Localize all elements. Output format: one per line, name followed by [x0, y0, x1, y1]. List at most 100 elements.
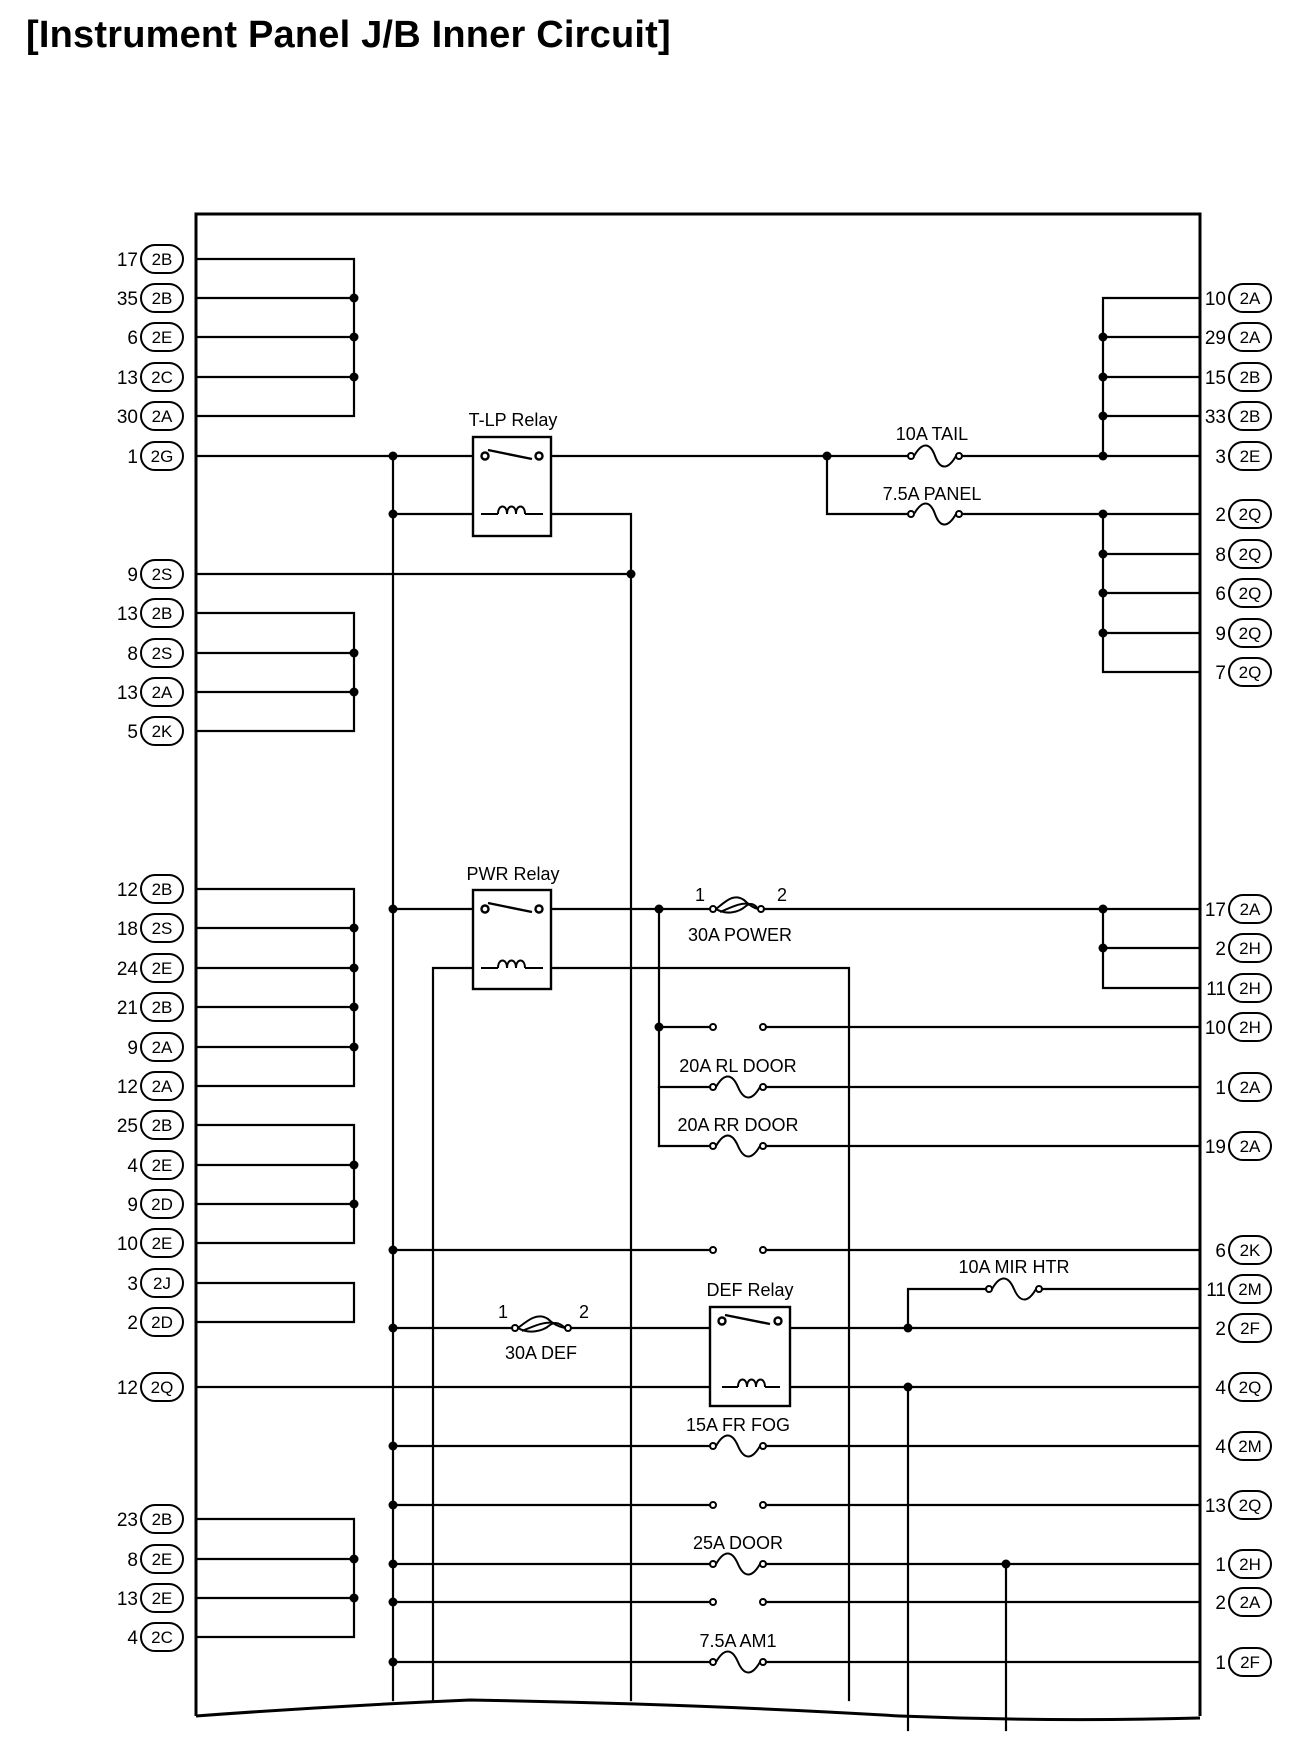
- connector-id: 2A: [1240, 289, 1261, 308]
- connector-id: 2S: [152, 565, 173, 584]
- connector-id: 2E: [152, 1156, 173, 1175]
- connector-badge: [1228, 973, 1272, 1003]
- connector-id: 2B: [152, 1510, 173, 1529]
- terminal-pin-number: 8: [1215, 545, 1226, 566]
- connector-id: 2Q: [1239, 663, 1262, 682]
- connector-badge: [140, 559, 184, 589]
- connector-id: 2B: [152, 604, 173, 623]
- connector-badge: [140, 716, 184, 746]
- terminal-pin-number: 1: [1215, 1555, 1226, 1576]
- connector-badge: [140, 362, 184, 392]
- connector-id: 2Q: [1239, 545, 1262, 564]
- terminal-pin-number: 9: [127, 1038, 138, 1059]
- connector-badge: [1228, 1587, 1272, 1617]
- connector-badge: [140, 283, 184, 313]
- connector-id: 2B: [152, 1116, 173, 1135]
- connector-badge: [140, 322, 184, 352]
- connector-id: 2A: [152, 1077, 173, 1096]
- fuse-fr-fog: [709, 1434, 767, 1458]
- connector-badge: [1228, 933, 1272, 963]
- connector-badge: [140, 244, 184, 274]
- terminal-pin-number: 29: [1205, 328, 1226, 349]
- connector-id: 2E: [152, 1589, 173, 1608]
- junction-dots: [349, 293, 1108, 1667]
- connector-id: 2E: [152, 959, 173, 978]
- connector-id: 2A: [1240, 1137, 1261, 1156]
- terminal-pin-number: 17: [1205, 900, 1226, 921]
- fuse-tail-label: 10A TAIL: [896, 424, 968, 444]
- fusible-link-power-pin-2: 2: [777, 885, 787, 905]
- connector-badge: [1228, 362, 1272, 392]
- terminal-pin-number: 8: [127, 1550, 138, 1571]
- connector-id: 2E: [1240, 447, 1261, 466]
- terminal-right-3: 15 2B: [1205, 362, 1272, 392]
- terminal-pin-number: 30: [117, 407, 138, 428]
- relay-def-label: DEF Relay: [706, 1280, 793, 1300]
- connector-badge: [140, 1110, 184, 1140]
- connector-id: 2Q: [1239, 505, 1262, 524]
- terminal-pin-number: 12: [117, 1077, 138, 1098]
- fuse-rl-door-label: 20A RL DOOR: [679, 1056, 796, 1076]
- terminal-left-8: 13 2B: [117, 598, 184, 628]
- connector-id: 2Q: [1239, 624, 1262, 643]
- connector-badge: [1228, 578, 1272, 608]
- wiring: [194, 257, 1202, 1732]
- connector-badge: [140, 913, 184, 943]
- terminal-right-7: 8 2Q: [1215, 539, 1272, 569]
- terminal-left-18: 25 2B: [117, 1110, 184, 1140]
- terminal-pin-number: 25: [117, 1116, 138, 1137]
- connector-badge: [140, 598, 184, 628]
- connector-badge: [140, 638, 184, 668]
- connector-badge: [140, 677, 184, 707]
- relay-tlp-label: T-LP Relay: [469, 410, 558, 430]
- terminal-pin-number: 15: [1205, 368, 1226, 389]
- fuse-am1-label: 7.5A AM1: [699, 1631, 776, 1651]
- terminal-pin-number: 4: [1215, 1437, 1226, 1458]
- connector-id: 2H: [1239, 939, 1261, 958]
- fuse-rr-door: [709, 1134, 767, 1158]
- terminal-pin-number: 2: [1215, 1319, 1226, 1340]
- fusible-link-power-pin-1: 1: [695, 885, 705, 905]
- fuse-mir-htr: [985, 1277, 1043, 1301]
- terminal-pin-number: 10: [1205, 1018, 1226, 1039]
- terminal-pin-number: 2: [1215, 505, 1226, 526]
- connector-id: 2C: [151, 1628, 173, 1647]
- fuse-rr-door-label: 20A RR DOOR: [677, 1115, 798, 1135]
- terminal-pin-number: 13: [117, 683, 138, 704]
- fuse-def-label: 30A DEF: [505, 1343, 577, 1363]
- terminal-pin-number: 2: [1215, 1593, 1226, 1614]
- terminal-pin-number: 8: [127, 644, 138, 665]
- terminal-pin-number: 13: [117, 604, 138, 625]
- open-contacts: [709, 1023, 767, 1606]
- connector-badge: [140, 1071, 184, 1101]
- connector-id: 2F: [1240, 1319, 1260, 1338]
- fusible-link-def-pin-2: 2: [579, 1302, 589, 1322]
- connector-id: 2B: [1240, 368, 1261, 387]
- connector-badge: [140, 1228, 184, 1258]
- relay-pwr-label: PWR Relay: [466, 864, 559, 884]
- connector-badge: [1228, 657, 1272, 687]
- connector-id: 2H: [1239, 1018, 1261, 1037]
- connector-badge: [140, 1307, 184, 1337]
- connector-id: 2K: [1240, 1241, 1261, 1260]
- terminal-pin-number: 13: [117, 368, 138, 389]
- fuse-symbols: [511, 444, 1043, 1674]
- terminal-pin-number: 17: [117, 250, 138, 271]
